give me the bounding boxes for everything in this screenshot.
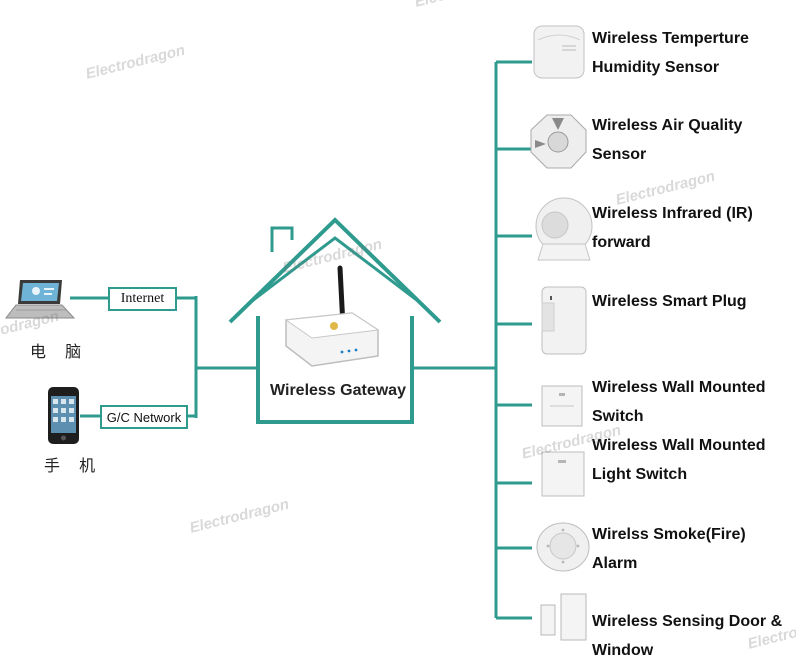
device-label-smoke-alarm: Wirelss Smoke(Fire) Alarm [592,520,792,578]
gateway-label: Wireless Gateway [270,382,406,399]
device-label-wall-switch: Wireless Wall Mounted Switch [592,373,792,431]
smart-plug-icon [541,286,587,355]
device-label-temperature-humidity: Wireless Temperture Humidity Sensor [592,24,792,82]
device-label-ir-forward: Wireless Infrared (IR) forward [592,199,792,257]
gc-network-label: G/C Network [106,409,182,425]
device-label-line2: Window [592,642,654,659]
house-roof [228,217,442,324]
device-label-line2: Light Switch [592,466,688,483]
air-quality-sensor-icon [530,114,587,169]
device-label-line1: Wireless Air Quality [592,117,743,134]
internet-label: Internet [120,291,165,306]
device-label-air-quality: Wireless Air Quality Sensor [592,111,792,169]
wall-switch-icon [541,385,583,427]
device-label-line2: forward [592,234,651,251]
device-label-line1: Wireless Smart Plug [592,293,747,310]
door-window-sensor-icon [540,593,587,641]
device-label-line1: Wireless Wall Mounted [592,379,766,396]
pc-label: 电 脑 [30,342,89,361]
device-label-line1: Wireless Wall Mounted [592,437,766,454]
temperature-humidity-sensor-icon [533,25,585,79]
house-chimney [270,226,294,252]
internet-box: Internet [108,287,177,311]
device-label-line2: Switch [592,408,644,425]
device-label-line1: Wireless Sensing Door & [592,613,783,630]
ir-forwarder-icon [535,197,593,261]
device-label-smart-plug: Wireless Smart Plug [592,287,792,316]
device-label-line2: Humidity Sensor [592,59,720,76]
device-label-line1: Wirelss Smoke(Fire) [592,526,746,543]
device-label-light-switch: Wireless Wall Mounted Light Switch [592,431,792,489]
device-label-line1: Wireless Infrared (IR) [592,205,753,222]
device-label-line2: Alarm [592,555,638,572]
smoke-alarm-icon [536,522,590,572]
device-label-line2: Sensor [592,146,647,163]
device-label-line1: Wireless Temperture [592,30,749,47]
house-roof-inner [247,236,423,306]
phone-label: 手 机 [44,456,103,475]
device-label-door-window: Wireless Sensing Door & Window [592,607,792,665]
gc-network-box: G/C Network [100,405,188,429]
light-switch-icon [541,451,585,497]
